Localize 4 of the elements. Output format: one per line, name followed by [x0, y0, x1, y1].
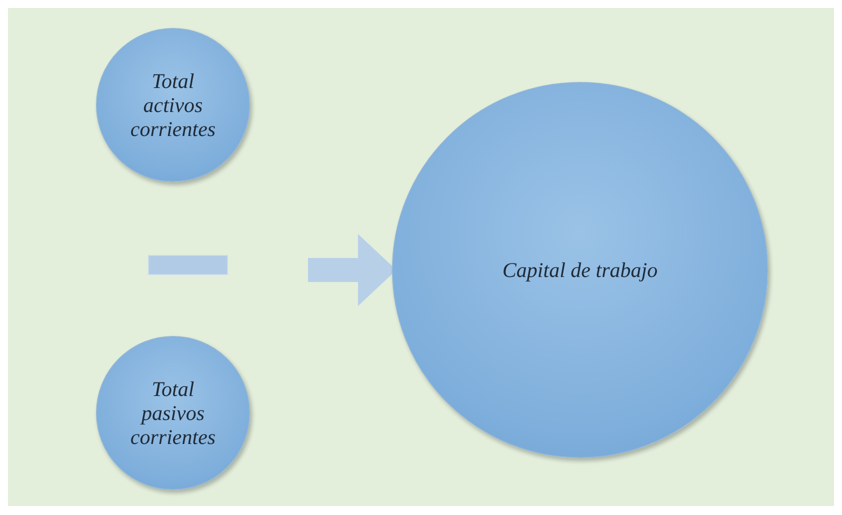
- node-label: Total activos corrientes: [129, 68, 217, 142]
- minus-sign: [148, 255, 228, 275]
- node-label: Total pasivos corrientes: [129, 376, 217, 450]
- node-label: Capital de trabajo: [502, 258, 658, 282]
